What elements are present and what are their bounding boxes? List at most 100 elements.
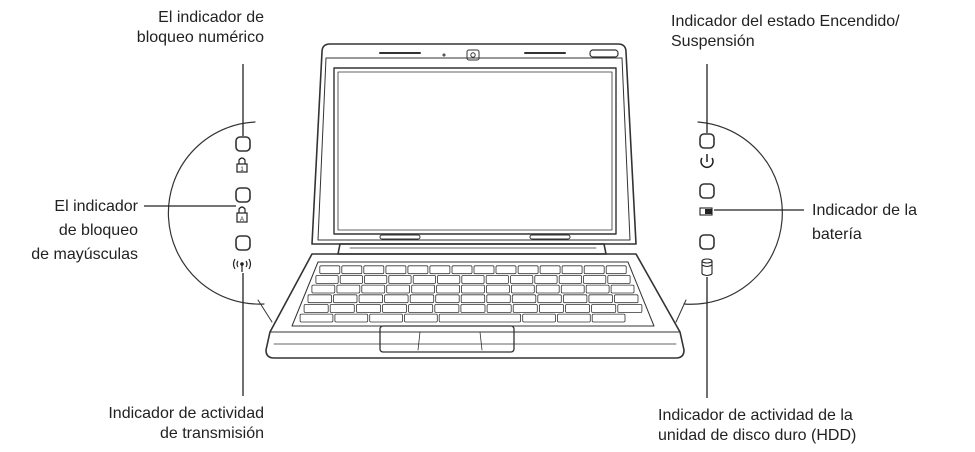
keyboard-key <box>407 265 429 275</box>
hdd-icon <box>701 258 713 277</box>
keyboard-key <box>510 275 534 284</box>
keyboard-key <box>486 284 510 294</box>
keyboard-key <box>539 265 561 275</box>
keyboard-key <box>307 294 332 304</box>
keyboard-key <box>486 304 512 313</box>
keyboard-key <box>583 275 607 284</box>
num-lock-led <box>235 136 251 152</box>
keyboard-key <box>358 294 384 304</box>
keyboard-key <box>363 265 385 275</box>
num-lock-icon: 1 <box>236 157 248 173</box>
keyboard-key <box>605 265 627 275</box>
right-callout-circle <box>683 121 783 305</box>
keyboard-key <box>451 265 473 275</box>
keyboard-key <box>534 275 558 284</box>
keyboard-key <box>486 294 511 304</box>
keyboard-key <box>385 265 407 275</box>
keyboard-key <box>565 304 591 313</box>
keyboard-key <box>557 313 591 323</box>
keyboard-key <box>388 275 412 284</box>
keyboard-key <box>341 265 363 275</box>
keyboard-key <box>336 284 361 294</box>
power-led <box>699 133 715 149</box>
svg-text:1: 1 <box>240 167 244 173</box>
keyboard-key <box>583 265 605 275</box>
keyboard-key <box>435 294 460 304</box>
keyboard-key <box>588 294 613 304</box>
keyboard-key <box>437 275 461 284</box>
keyboard-key <box>517 265 539 275</box>
keyboard-key <box>384 294 409 304</box>
keyboard-key <box>311 284 336 294</box>
caps-lock-label: El indicador de bloqueo de mayúsculas <box>31 198 138 263</box>
keyboard-key <box>560 284 585 294</box>
keyboard-key <box>607 275 631 284</box>
keyboard-key <box>333 294 358 304</box>
keyboard-key <box>610 284 635 294</box>
keyboard-key <box>438 313 522 323</box>
hdd-label: Indicador de actividad de la unidad de d… <box>658 407 857 444</box>
keyboard-key <box>303 304 329 313</box>
keyboard-key <box>522 313 556 323</box>
keyboard-key <box>614 294 639 304</box>
keyboard-key <box>319 265 341 275</box>
keyboard-key <box>361 284 386 294</box>
wireless-led <box>235 235 251 251</box>
wireless-icon <box>232 258 252 272</box>
keyboard-key <box>460 304 486 313</box>
laptop-screen <box>311 43 637 245</box>
keyboard-key <box>617 304 643 313</box>
keyboard-key <box>591 313 626 323</box>
keyboard-key <box>585 284 610 294</box>
keyboard-key <box>408 304 434 313</box>
num-lock-label: El indicador de bloqueo numérico <box>136 9 264 46</box>
hdd-led <box>699 234 715 250</box>
laptop-hinge <box>337 243 607 255</box>
wireless-label: Indicador de actividad de transmisión <box>108 405 264 442</box>
keyboard-key <box>561 265 583 275</box>
keyboard-key <box>411 284 436 294</box>
keyboard-key <box>299 313 334 323</box>
power-icon <box>700 154 714 168</box>
keyboard-key <box>563 294 588 304</box>
keyboard-key <box>461 275 485 284</box>
caps-lock-led <box>235 187 251 203</box>
battery-label: Indicador de la batería <box>812 202 917 243</box>
keyboard-key <box>355 304 381 313</box>
keyboard-key <box>460 294 486 304</box>
svg-text:A: A <box>240 217 244 223</box>
keyboard-key <box>512 304 538 313</box>
keyboard-key <box>434 304 460 313</box>
keyboard-key <box>461 284 485 294</box>
keyboard-key <box>412 275 436 284</box>
keyboard-key <box>404 313 438 323</box>
keyboard-key <box>485 275 509 284</box>
left-callout-circle <box>167 121 265 305</box>
keyboard-key <box>329 304 355 313</box>
keyboard-key <box>511 294 537 304</box>
keyboard-key <box>369 313 403 323</box>
caps-lock-icon: A <box>236 206 248 223</box>
battery-icon <box>699 207 713 216</box>
keyboard-key <box>473 265 495 275</box>
keyboard-key <box>315 275 339 284</box>
keyboard-key <box>591 304 617 313</box>
keyboard-key <box>495 265 517 275</box>
keyboard-key <box>364 275 388 284</box>
keyboard-key <box>535 284 560 294</box>
keyboard-key <box>409 294 435 304</box>
keyboard-key <box>339 275 363 284</box>
keyboard-keys <box>299 265 643 323</box>
laptop-base <box>265 253 685 359</box>
keyboard-key <box>386 284 411 294</box>
keyboard-key <box>510 284 535 294</box>
keyboard-key <box>436 284 460 294</box>
keyboard-key <box>429 265 451 275</box>
keyboard-key <box>558 275 582 284</box>
keyboard-key <box>537 294 562 304</box>
keyboard-key <box>539 304 564 313</box>
power-label: Indicador del estado Encendido/ Suspensi… <box>671 13 900 50</box>
battery-led <box>699 183 715 199</box>
keyboard-key <box>382 304 408 313</box>
